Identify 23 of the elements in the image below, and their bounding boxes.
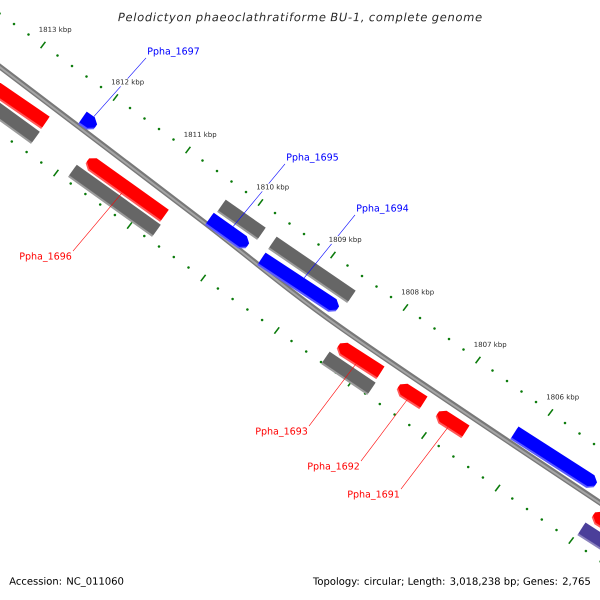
leader-line bbox=[72, 192, 122, 252]
gene-bar bbox=[436, 410, 470, 438]
leader-line bbox=[400, 427, 448, 490]
gene-label: Ppha_1691 bbox=[348, 490, 399, 500]
gene-label: Ppha_1697 bbox=[148, 47, 199, 57]
gene-label: Ppha_1692 bbox=[308, 462, 359, 472]
gene-bar bbox=[68, 164, 161, 237]
title: Pelodictyon phaeoclathratiforme BU-1, complete genome bbox=[118, 12, 482, 24]
leader-line bbox=[94, 58, 146, 117]
gene-label: Ppha_1695 bbox=[287, 153, 338, 163]
gene-bar bbox=[217, 200, 266, 240]
leader-line bbox=[232, 164, 286, 227]
gene-bar bbox=[321, 352, 376, 395]
gene-bar bbox=[78, 112, 98, 130]
gene-label: Ppha_1696 bbox=[20, 252, 72, 262]
leader-line bbox=[308, 364, 356, 426]
genome-info-label: Topology: circular; Length: 3,018,238 bp; Genes: 2,765 bbox=[312, 577, 590, 587]
leader-line bbox=[360, 399, 408, 462]
gene-label: Ppha_1693 bbox=[256, 427, 308, 437]
accession-label: Accession: NC_011060 bbox=[9, 577, 124, 587]
gene-label: Ppha_1694 bbox=[357, 204, 408, 214]
gene-bar bbox=[396, 384, 428, 410]
gene-bar bbox=[510, 426, 598, 488]
